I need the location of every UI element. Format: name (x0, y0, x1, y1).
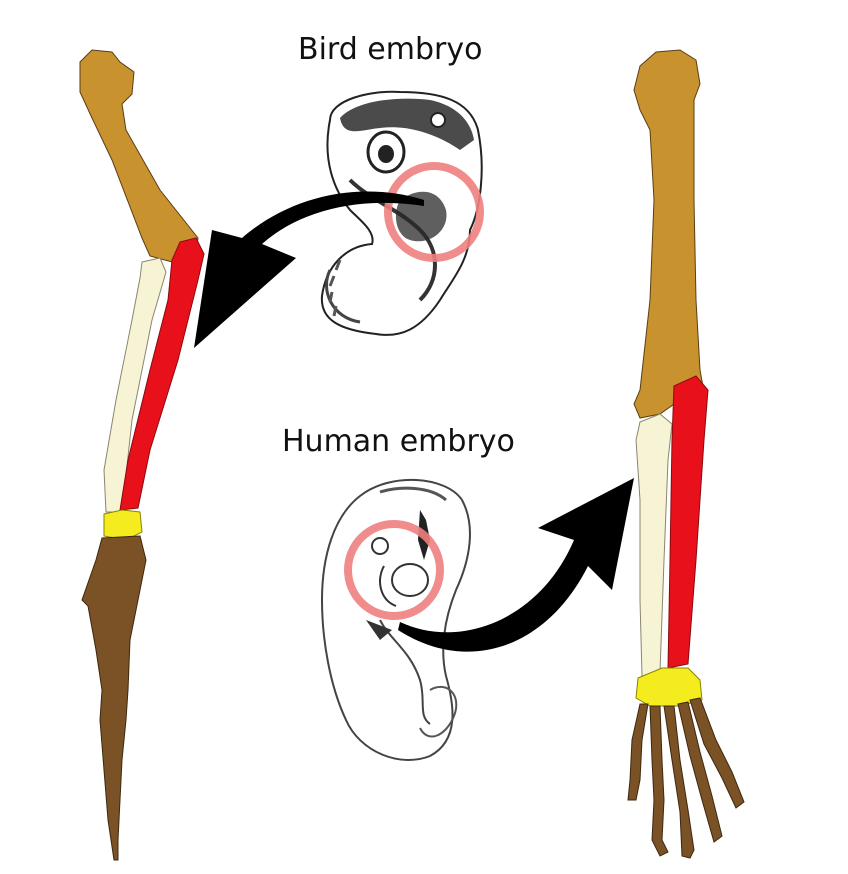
human-radius (667, 375, 709, 669)
human-humerus (633, 49, 705, 419)
bird-humerus (79, 49, 199, 263)
human-ulna (635, 413, 673, 677)
bird-embryo-illustration (320, 90, 484, 336)
human-carpals (635, 667, 703, 707)
bird-wing-skeleton (79, 49, 205, 861)
bird-embryo-highlight-circle (384, 162, 484, 262)
human-embryo-label: Human embryo (282, 424, 515, 459)
arrow-human-to-arm (398, 478, 634, 652)
bird-carpals (103, 509, 143, 541)
human-arm-skeleton (627, 49, 745, 859)
bird-digits (81, 535, 147, 861)
arrow-bird-to-wing (194, 191, 424, 348)
human-embryo-highlight-circle (344, 520, 444, 620)
human-embryo-illustration (320, 479, 471, 761)
bird-radius (119, 237, 205, 511)
human-digits (627, 697, 745, 859)
bird-embryo-label: Bird embryo (298, 32, 483, 67)
